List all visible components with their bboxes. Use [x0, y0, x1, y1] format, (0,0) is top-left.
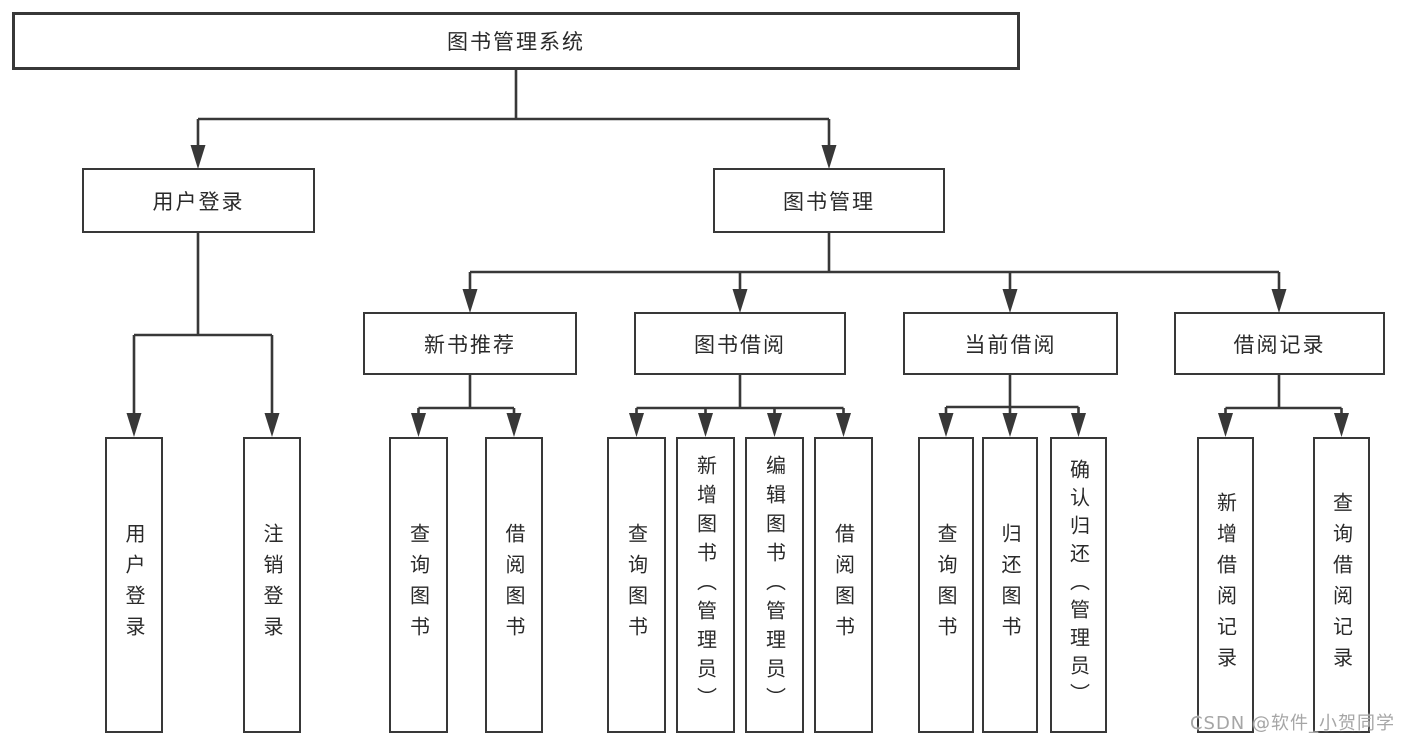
- leaf-query-book-2: 查询图书: [607, 437, 666, 733]
- node-book-management: 图书管理: [713, 168, 945, 233]
- leaf-query-book-3: 查询图书: [918, 437, 974, 733]
- node-root-label: 图书管理系统: [447, 30, 585, 54]
- node-book-borrowing-label: 图书借阅: [694, 332, 786, 357]
- node-borrowing-records: 借阅记录: [1174, 312, 1385, 375]
- node-user-login-label: 用户登录: [152, 189, 245, 214]
- leaf-user-login: 用户登录: [105, 437, 163, 733]
- leaf-borrow-book-2-label: 借阅图书: [831, 523, 856, 647]
- leaf-confirm-return: 确认归还（管理员）: [1050, 437, 1107, 733]
- node-book-borrowing: 图书借阅: [634, 312, 846, 375]
- leaf-add-borrow-record-label: 新增借阅记录: [1213, 492, 1238, 678]
- node-new-book-recommendation: 新书推荐: [363, 312, 577, 375]
- leaf-borrow-book-2: 借阅图书: [814, 437, 873, 733]
- node-current-borrowing: 当前借阅: [903, 312, 1118, 375]
- leaf-borrow-book-1-label: 借阅图书: [502, 523, 526, 647]
- node-book-management-label: 图书管理: [783, 189, 875, 214]
- leaf-query-book-1: 查询图书: [389, 437, 448, 733]
- leaf-edit-book-label: 编辑图书（管理员）: [762, 454, 787, 716]
- leaf-confirm-return-label: 确认归还（管理员）: [1066, 459, 1091, 711]
- node-current-borrowing-label: 当前借阅: [964, 332, 1057, 357]
- leaf-edit-book: 编辑图书（管理员）: [745, 437, 804, 733]
- leaf-return-book-label: 归还图书: [998, 523, 1022, 647]
- node-user-login: 用户登录: [82, 168, 315, 233]
- leaf-add-book-label: 新增图书（管理员）: [693, 454, 718, 716]
- node-new-book-recommendation-label: 新书推荐: [424, 332, 516, 357]
- leaf-query-borrow-record-label: 查询借阅记录: [1329, 492, 1354, 678]
- leaf-add-borrow-record: 新增借阅记录: [1197, 437, 1254, 733]
- leaf-borrow-book-1: 借阅图书: [485, 437, 543, 733]
- leaf-query-book-2-label: 查询图书: [624, 523, 649, 647]
- leaf-query-borrow-record: 查询借阅记录: [1313, 437, 1370, 733]
- leaf-logout: 注销登录: [243, 437, 301, 733]
- leaf-query-book-3-label: 查询图书: [934, 523, 958, 647]
- csdn-watermark: CSDN @软件_小贺同学: [1189, 713, 1395, 734]
- node-borrowing-records-label: 借阅记录: [1233, 332, 1326, 357]
- leaf-user-login-label: 用户登录: [122, 523, 146, 647]
- leaf-add-book: 新增图书（管理员）: [676, 437, 735, 733]
- leaf-logout-label: 注销登录: [260, 523, 284, 647]
- leaf-return-book: 归还图书: [982, 437, 1038, 733]
- leaf-query-book-1-label: 查询图书: [406, 523, 431, 647]
- node-root: 图书管理系统: [12, 12, 1020, 70]
